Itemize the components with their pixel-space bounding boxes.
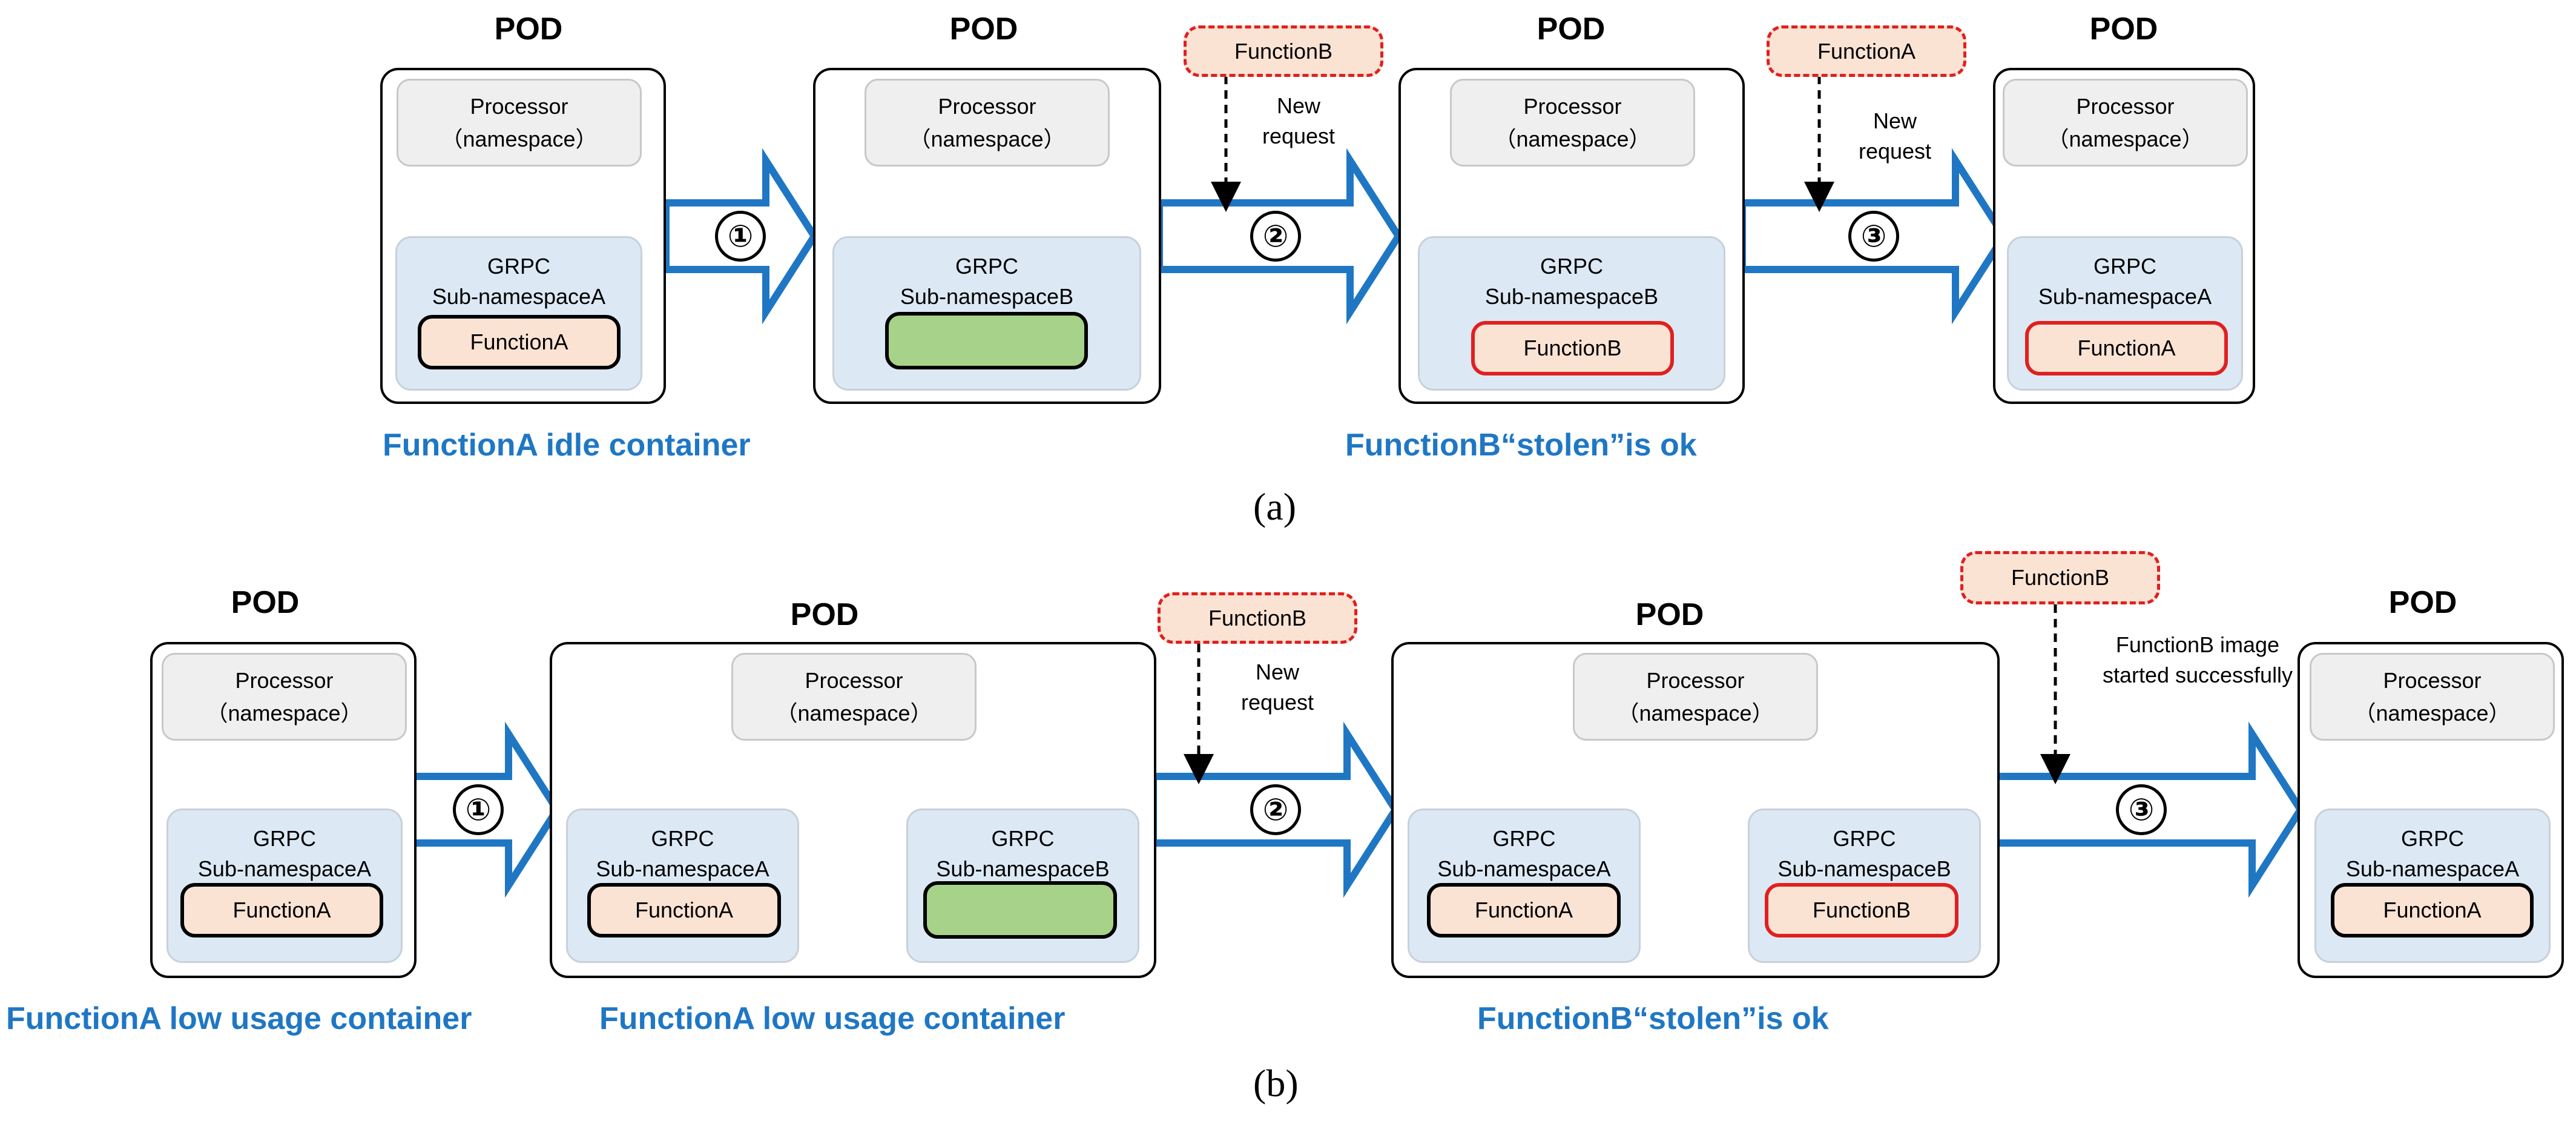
step-marker: ③ <box>2116 784 2167 835</box>
function-box: FunctionB <box>1765 883 1958 937</box>
caption: FunctionA low usage container <box>6 1001 472 1036</box>
pod-title: POD <box>2089 12 2158 47</box>
function-box: FunctionA <box>2331 883 2534 937</box>
processor-box: Processor （namespace） <box>1450 79 1695 167</box>
namespace-label: （namespace） <box>1494 126 1651 151</box>
sub-namespace-label: Sub-namespaceB <box>936 856 1110 881</box>
grpc-label: GRPC <box>955 254 1018 279</box>
function-box: FunctionA <box>2025 321 2228 375</box>
function-box: FunctionA <box>180 883 383 937</box>
new-request-box: FunctionA <box>1767 25 1966 77</box>
caption: FunctionB“stolen”is ok <box>1345 428 1697 463</box>
note-line: New <box>1276 93 1321 118</box>
namespace-label: （namespace） <box>206 700 363 726</box>
step-marker: ② <box>1250 784 1301 835</box>
note-line: request <box>1262 124 1336 148</box>
pod-title: POD <box>1537 12 1606 47</box>
processor-label: Processor <box>470 93 568 119</box>
processor-label: Processor <box>235 667 334 693</box>
grpc-label: GRPC <box>2093 254 2156 279</box>
pod-title: POD <box>2388 585 2457 620</box>
caption: FunctionA low usage container <box>599 1001 1066 1036</box>
processor-box: Processor （namespace） <box>1573 653 1818 741</box>
caption: FunctionB“stolen”is ok <box>1477 1001 1829 1036</box>
step-marker: ① <box>453 784 504 835</box>
processor-label: Processor <box>805 667 903 693</box>
note-line: request <box>1858 139 1932 164</box>
pod-title: POD <box>790 597 859 632</box>
new-request-note: New request <box>1217 657 1338 718</box>
processor-box: Processor （namespace） <box>397 79 642 167</box>
new-request-box: FunctionB <box>1158 592 1357 644</box>
grpc-label: GRPC <box>2400 826 2464 851</box>
note-line: New <box>1255 660 1300 684</box>
empty-function-slot <box>885 312 1088 369</box>
sub-namespace-label: Sub-namespaceB <box>1484 284 1659 309</box>
sub-namespace-label: Sub-namespaceA <box>2038 284 2212 309</box>
processor-box: Processor （namespace） <box>2310 653 2555 741</box>
namespace-label: （namespace） <box>1617 700 1774 726</box>
namespace-label: （namespace） <box>909 126 1066 151</box>
pod-title: POD <box>231 585 300 620</box>
processor-box: Processor （namespace） <box>162 653 407 741</box>
note-line: request <box>1240 690 1314 715</box>
sub-namespace-label: Sub-namespaceA <box>197 856 372 881</box>
image-started-note: FunctionB image started successfully <box>2070 630 2325 690</box>
big-arrow-a1 <box>662 148 819 325</box>
pod-title: POD <box>1635 597 1704 632</box>
sub-namespace-label: Sub-namespaceA <box>596 856 769 881</box>
namespace-label: （namespace） <box>2047 126 2204 151</box>
function-box: FunctionA <box>1427 883 1621 937</box>
new-request-box: FunctionB <box>1960 551 2160 604</box>
empty-function-slot <box>923 881 1117 939</box>
panel-label: (a) <box>1253 485 1297 528</box>
function-box: FunctionA <box>587 883 781 937</box>
panel-label: (b) <box>1253 1062 1299 1105</box>
sub-namespace-label: Sub-namespaceA <box>2345 856 2520 881</box>
grpc-box: GRPC Sub-namespaceB <box>1418 236 1725 391</box>
processor-box: Processor （namespace） <box>865 79 1110 167</box>
note-line: New <box>1873 108 1917 133</box>
function-box: FunctionB <box>1471 321 1674 375</box>
pod-title: POD <box>949 12 1018 47</box>
processor-label: Processor <box>2383 667 2482 693</box>
new-request-note: New request <box>1238 91 1359 151</box>
grpc-label: GRPC <box>1492 826 1556 851</box>
grpc-label: GRPC <box>651 826 714 851</box>
note-line: started successfully <box>2102 663 2293 687</box>
sub-namespace-label: Sub-namespaceB <box>900 284 1074 309</box>
new-request-box: FunctionB <box>1184 25 1383 77</box>
processor-box: Processor （namespace） <box>2003 79 2248 167</box>
sub-namespace-label: Sub-namespaceA <box>1437 856 1611 881</box>
big-arrow-b2 <box>1150 721 1400 898</box>
big-arrow-b1 <box>408 721 562 898</box>
processor-label: Processor <box>1646 667 1745 693</box>
big-arrow-b3 <box>1991 721 2305 898</box>
namespace-label: （namespace） <box>2354 700 2511 726</box>
grpc-label: GRPC <box>1540 254 1603 279</box>
grpc-label: GRPC <box>487 254 550 279</box>
big-arrow-a2 <box>1156 148 1403 325</box>
namespace-label: （namespace） <box>776 700 932 726</box>
new-request-note: New request <box>1834 106 1955 167</box>
caption: FunctionA idle container <box>383 428 751 463</box>
step-marker: ② <box>1250 211 1301 262</box>
processor-box: Processor （namespace） <box>731 653 977 741</box>
step-marker: ① <box>715 211 766 262</box>
processor-label: Processor <box>1523 93 1622 119</box>
grpc-label: GRPC <box>252 826 316 851</box>
grpc-label: GRPC <box>991 826 1055 851</box>
big-arrow-a3 <box>1739 148 2009 325</box>
processor-label: Processor <box>938 93 1036 119</box>
processor-label: Processor <box>2076 93 2175 119</box>
note-line: FunctionB image <box>2115 632 2280 657</box>
step-marker: ③ <box>1848 211 1899 262</box>
namespace-label: （namespace） <box>441 126 598 151</box>
sub-namespace-label: Sub-namespaceA <box>432 284 606 309</box>
sub-namespace-label: Sub-namespaceB <box>1777 856 1951 881</box>
function-box: FunctionA <box>418 315 621 369</box>
pod-title: POD <box>494 12 563 47</box>
grpc-label: GRPC <box>1833 826 1896 851</box>
